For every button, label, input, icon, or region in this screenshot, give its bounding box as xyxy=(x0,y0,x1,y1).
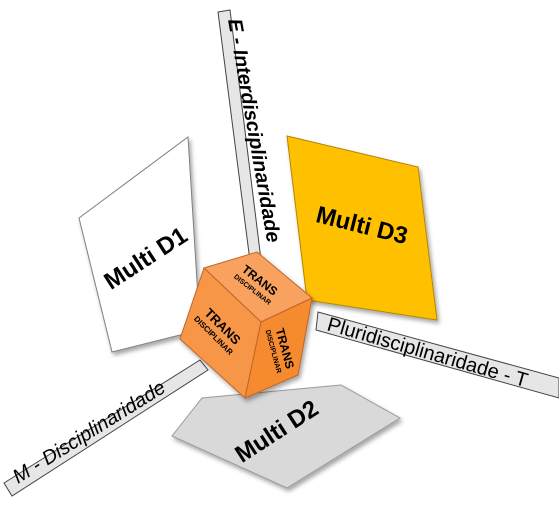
axis-right-label: Pluridisciplinaridade - T xyxy=(325,314,531,392)
panel-multi-d3 xyxy=(286,135,438,321)
panel-multi-d2 xyxy=(171,384,401,489)
axis-right xyxy=(315,311,559,399)
axis-left-label: M - Disciplinaridade xyxy=(9,377,170,489)
axis-left xyxy=(3,359,209,497)
trans-cube xyxy=(179,251,313,399)
cube-right-face xyxy=(244,297,313,399)
